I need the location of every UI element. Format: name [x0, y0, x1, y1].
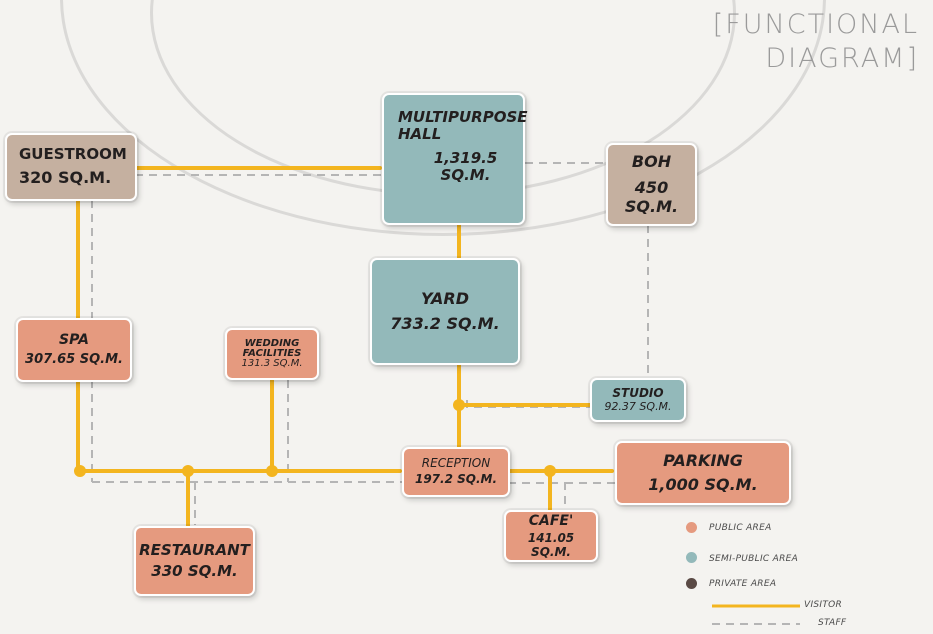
space-area: 92.37 SQ.M. [604, 399, 672, 413]
space-area: 733.2 SQ.M. [390, 313, 500, 333]
space-area: 197.2 SQ.M. [414, 472, 498, 486]
space-name-line2: FACILITIES [242, 348, 302, 359]
junction-dot [453, 399, 465, 411]
space-area: 320 SQ.M. [19, 168, 112, 188]
legend-public-dot [686, 522, 697, 533]
space-restaurant: RESTAURANT 330 SQ.M. [134, 526, 255, 596]
space-cafe: CAFE' 141.05 SQ.M. [504, 510, 598, 562]
space-name-line2: HALL [398, 125, 442, 144]
space-area: 1,000 SQ.M. [648, 475, 758, 494]
space-name: YARD [420, 289, 470, 309]
legend-private-label: PRIVATE AREA [709, 579, 777, 589]
space-name: STUDIO [612, 385, 664, 400]
visitor-path-spa-reception [76, 380, 402, 473]
legend-semi-public-label: SEMI-PUBLIC AREA [709, 554, 799, 564]
space-name-line1: WEDDING [244, 338, 300, 349]
space-area: 1,319.5 SQ.M. [433, 148, 498, 184]
space-area: 141.05 SQ.M. [527, 530, 575, 559]
junction-dots [74, 399, 556, 477]
space-area: 450 SQ.M. [624, 178, 679, 216]
visitor-paths [76, 166, 614, 528]
space-studio: STUDIO 92.37 SQ.M. [590, 378, 686, 422]
space-yard: YARD 733.2 SQ.M. [370, 258, 520, 365]
space-name: PARKING [663, 450, 743, 470]
staff-path-reception-parking [508, 482, 566, 510]
legend-visitor-label: VISITOR [804, 600, 843, 610]
space-area: 307.65 SQ.M. [25, 351, 123, 367]
title-line-2: DIAGRAM] [765, 43, 919, 74]
legend-public-label: PUBLIC AREA [709, 523, 772, 533]
space-name: CAFE' [528, 512, 574, 529]
junction-dot [74, 465, 86, 477]
space-guestroom: GUESTROOM 320 SQ.M. [5, 133, 137, 201]
space-multipurpose-hall: MULTIPURPOSE HALL 1,319.5 SQ.M. [382, 93, 528, 225]
space-reception: RECEPTION 197.2 SQ.M. [402, 447, 510, 497]
space-spa: SPA 307.65 SQ.M. [16, 318, 132, 382]
space-name: BOH [631, 151, 672, 171]
space-name: RECEPTION [421, 456, 491, 471]
space-boh: BOH 450 SQ.M. [606, 143, 697, 226]
junction-dot [182, 465, 194, 477]
space-area: 131.3 SQ.M. [241, 358, 303, 369]
legend-semi-public-dot [686, 552, 697, 563]
space-name: SPA [59, 332, 89, 349]
legend-private-dot [686, 578, 697, 589]
staff-paths [91, 162, 649, 525]
junction-dot [266, 465, 278, 477]
junction-dot [544, 465, 556, 477]
space-wedding-facilities: WEDDING FACILITIES 131.3 SQ.M. [225, 328, 319, 380]
space-parking: PARKING 1,000 SQ.M. [615, 441, 791, 505]
legend-staff-label: STAFF [818, 618, 847, 628]
space-name: GUESTROOM [19, 145, 127, 164]
title-line-1: [FUNCTIONAL [712, 9, 919, 40]
space-name-line1: MULTIPURPOSE [398, 108, 528, 126]
space-area: 330 SQ.M. [151, 561, 238, 580]
diagram-title: [FUNCTIONAL DIAGRAM] [713, 8, 919, 76]
space-name: RESTAURANT [139, 541, 250, 560]
